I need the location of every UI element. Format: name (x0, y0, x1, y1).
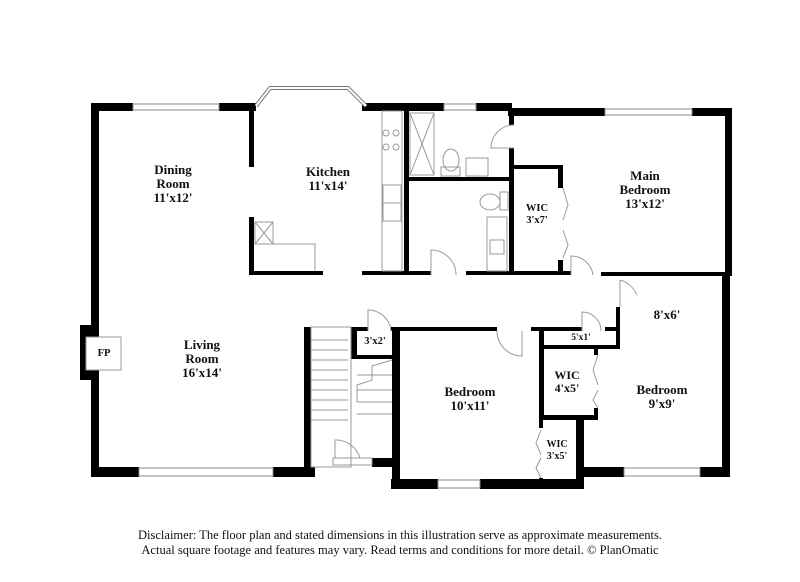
room-name: Room (156, 176, 190, 191)
wic-label: WIC 4'x5' (554, 369, 579, 395)
room-dimensions: 10'x11' (450, 398, 490, 413)
fireplace-label: FP (98, 348, 111, 360)
room-dimensions: 9'x9' (648, 396, 676, 411)
disclaimer-line-2: Actual square footage and features may v… (141, 543, 659, 557)
room-dimensions: 11'x12' (153, 190, 193, 205)
room-name: Kitchen (305, 164, 351, 179)
room-name: WIC (554, 368, 580, 382)
stair-closet-label: 3'x2' (364, 336, 386, 348)
windows (132, 86, 701, 489)
room-dimensions: 13'x12' (625, 196, 665, 211)
room-dimensions: 8'x6' (653, 307, 681, 322)
room-dimensions: 16'x14' (182, 365, 222, 380)
main-bedroom-label: Main Bedroom 13'x12' (619, 169, 670, 211)
room-name: Bedroom (636, 382, 688, 397)
room-dimensions: 3'x2' (364, 336, 386, 347)
room-dimensions: 3'x5' (546, 451, 568, 462)
wic-label: WIC 3'x5' (546, 439, 567, 463)
wic-main-label: WIC 3'x7' (526, 203, 548, 227)
walls (80, 103, 732, 489)
room-dimensions: 5'x1' (571, 333, 591, 343)
disclaimer-line-1: Disclaimer: The floor plan and stated di… (138, 528, 662, 542)
living-room-label: Living Room 16'x14' (182, 338, 222, 380)
room-name: Bedroom (619, 182, 671, 197)
doors (332, 124, 638, 479)
room-name: Living (183, 337, 221, 352)
room-dimensions: 11'x14' (308, 178, 348, 193)
room-dimensions: 3'x7' (526, 215, 548, 226)
room-name: WIC (525, 203, 549, 214)
room-name: WIC (546, 439, 568, 450)
hall-label: 8'x6' (654, 308, 681, 322)
room-name: Dining (154, 162, 192, 177)
room-dimensions: 4'x5' (554, 381, 580, 395)
dining-room-label: Dining Room 11'x12' (153, 163, 192, 205)
bedroom-label: Bedroom 9'x9' (636, 383, 687, 411)
stairs (310, 326, 393, 468)
room-name: FP (97, 348, 111, 359)
bedroom-label: Bedroom 10'x11' (444, 385, 495, 413)
room-name: Main (630, 168, 660, 183)
kitchen-label: Kitchen 11'x14' (306, 165, 350, 193)
room-name: Room (185, 351, 219, 366)
hall-closet-label: 5'x1' (571, 332, 591, 344)
fixtures (85, 110, 509, 468)
room-name: Bedroom (444, 384, 496, 399)
